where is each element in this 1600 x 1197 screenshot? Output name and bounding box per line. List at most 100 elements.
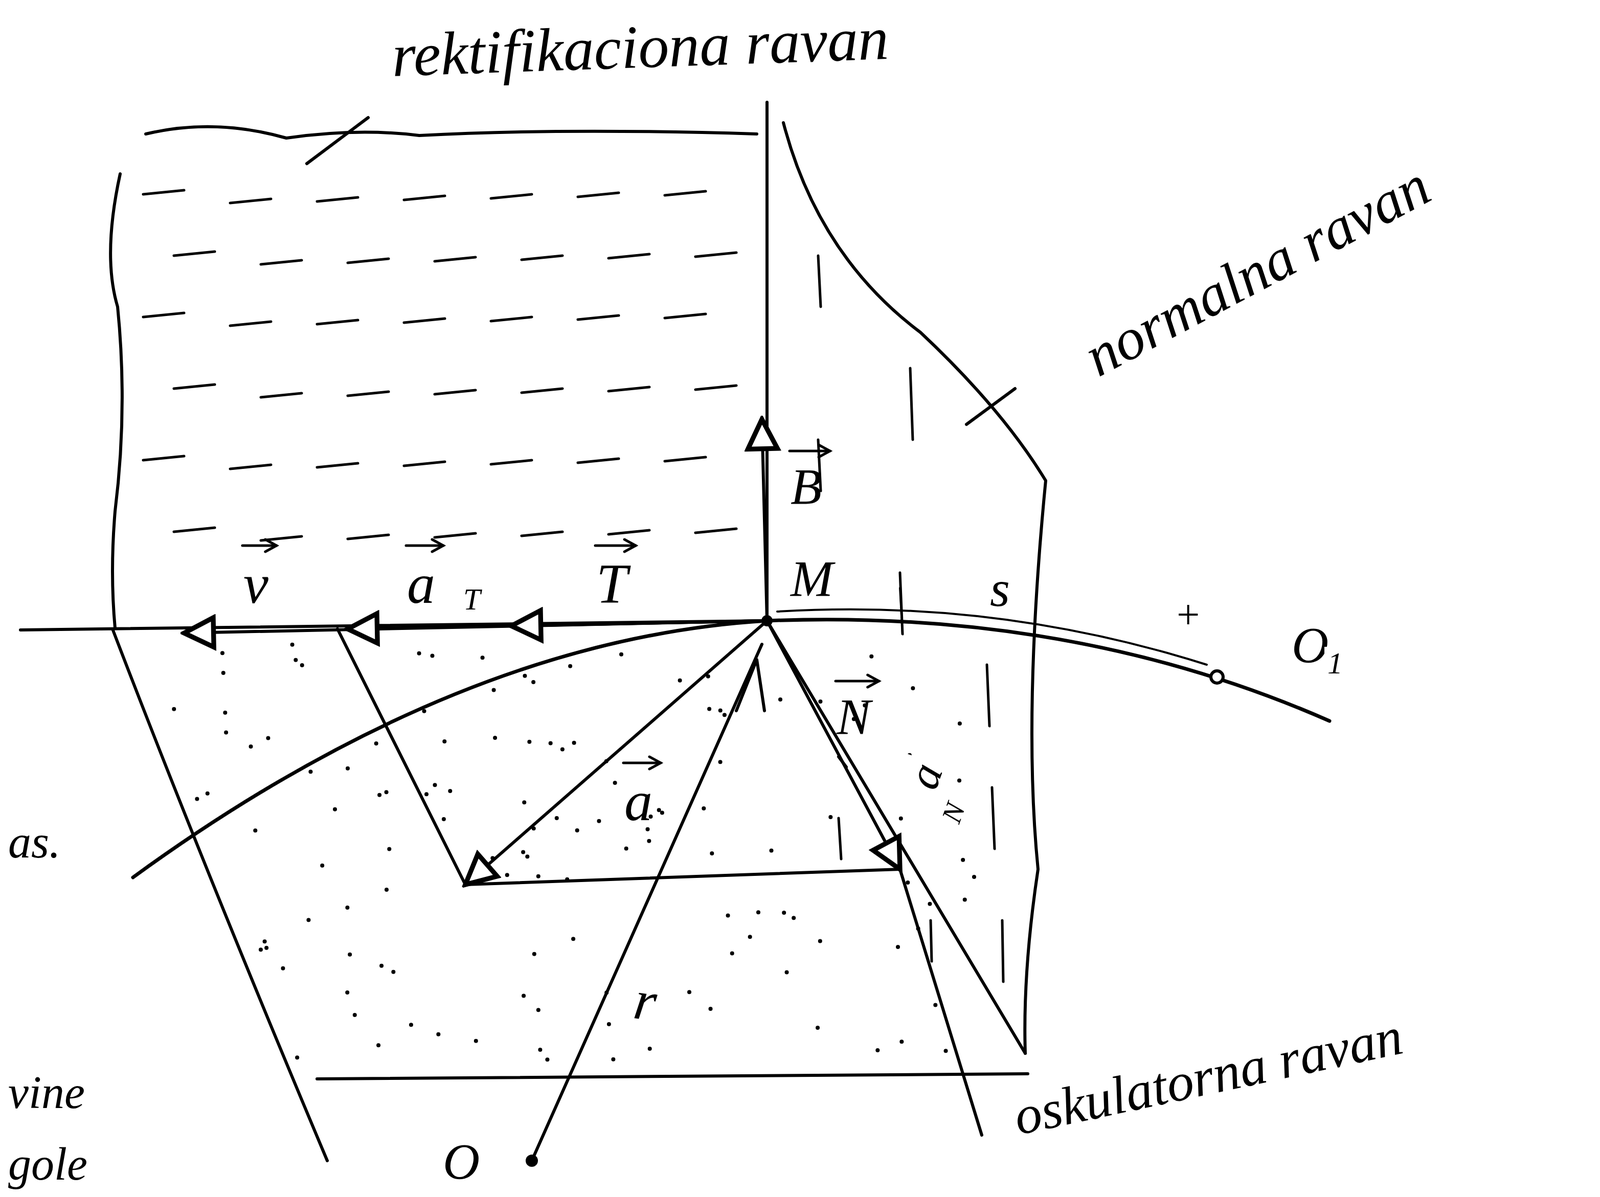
plane-dot (678, 678, 683, 683)
plane-dot (604, 759, 609, 764)
fragment-text: as. (5, 818, 64, 867)
plane-dot (972, 874, 977, 880)
plane-dot (828, 815, 833, 820)
vector-label: B (787, 460, 825, 514)
subscript: T (460, 582, 484, 616)
plane-hatch (930, 920, 932, 962)
plane-dot (531, 680, 536, 685)
plane-edge (317, 1073, 1028, 1079)
plane-dot (624, 846, 629, 851)
plane-hatch (347, 258, 389, 263)
plane-edge (112, 628, 328, 1161)
plane-dot (491, 687, 497, 692)
plane-hatch (608, 254, 650, 259)
point-o1 (1210, 670, 1224, 684)
plane-hatch (347, 534, 389, 539)
plane-dot (706, 674, 711, 679)
plane-edge (145, 126, 757, 139)
plane-dot (548, 741, 553, 746)
vector-overarrow (595, 544, 636, 548)
plane-dot (898, 816, 904, 821)
plane-dot (606, 1022, 612, 1027)
plane-dot (910, 686, 915, 691)
plane-hatch (838, 818, 842, 860)
plane-hatch (317, 463, 358, 468)
plane-dot (572, 740, 577, 746)
plane-dot (253, 828, 258, 833)
plane-dot (708, 1006, 713, 1011)
plane-dot (442, 739, 447, 744)
plane-dot (379, 963, 384, 968)
plane-dot (258, 947, 263, 952)
parallelogram (337, 628, 900, 885)
plane-hatch (490, 194, 532, 199)
plane-dot (818, 699, 823, 704)
plane-dot (905, 880, 910, 885)
plane-dot (962, 897, 967, 903)
plane-dot (422, 709, 427, 714)
plane-dot (718, 708, 723, 713)
plane-hatch (986, 664, 990, 727)
plane-hatch (521, 255, 563, 260)
plane-dot (596, 819, 601, 824)
plane-dot (791, 915, 796, 920)
plane-dot (223, 730, 229, 735)
plane-dot (568, 664, 573, 669)
plane-hatch (695, 528, 737, 533)
plane-hatch (521, 388, 563, 393)
plane-hatch (490, 317, 532, 322)
plane-dot (262, 939, 267, 944)
vector-label: v (240, 554, 272, 614)
plane-label: oskulatorna ravan (1005, 1007, 1410, 1146)
plane-hatch (403, 195, 445, 200)
plane-dot (424, 792, 429, 797)
plane-dot (927, 902, 932, 907)
point-label: M (787, 552, 837, 606)
plane-dot (748, 934, 753, 939)
plane-hatch (818, 255, 821, 307)
plane-dot (933, 1003, 938, 1008)
plane-dot (171, 707, 176, 712)
vector-overarrow (242, 544, 277, 548)
plane-hatch (434, 533, 476, 538)
vector-t (511, 620, 768, 626)
curve (132, 619, 1330, 878)
plane-dot (525, 854, 530, 859)
plane-dot (308, 769, 313, 774)
plane-dot (657, 807, 662, 813)
plane-dot (815, 1025, 820, 1030)
plane-dot (264, 945, 269, 951)
plane-dot (221, 670, 226, 675)
plane-dot (374, 741, 379, 746)
plane-hatch (260, 260, 302, 265)
vector-v (184, 620, 768, 634)
plane-dot (490, 855, 495, 861)
vector-overarrow-head (624, 539, 636, 552)
plane-dot (345, 905, 350, 910)
plane-dot (300, 663, 305, 668)
plane-edge (110, 173, 123, 628)
vector-label: r (627, 970, 664, 1032)
plane-dot (249, 744, 254, 749)
vector-overarrow-head (432, 539, 444, 552)
vector-overarrow-head (867, 674, 880, 688)
plane-dot (376, 1043, 381, 1048)
plane-hatch (434, 257, 476, 262)
plane-dot (646, 839, 651, 844)
plane-hatch (490, 460, 532, 465)
plane-dot (417, 651, 422, 656)
plane-hatch (230, 321, 272, 326)
plane-dot (384, 887, 389, 892)
plane-dot (687, 989, 692, 995)
plane-dot (222, 710, 228, 715)
vector-overarrow-head (265, 539, 277, 552)
plane-dot (647, 1046, 652, 1051)
plane-dot (527, 739, 532, 745)
arc-label: s (986, 562, 1013, 616)
plane-dot (387, 846, 392, 851)
plane-dot (730, 951, 735, 956)
plane-hatch (577, 315, 619, 320)
plane-hatch (347, 391, 389, 396)
plane-dot (205, 791, 210, 796)
vector-label: N (833, 690, 874, 744)
